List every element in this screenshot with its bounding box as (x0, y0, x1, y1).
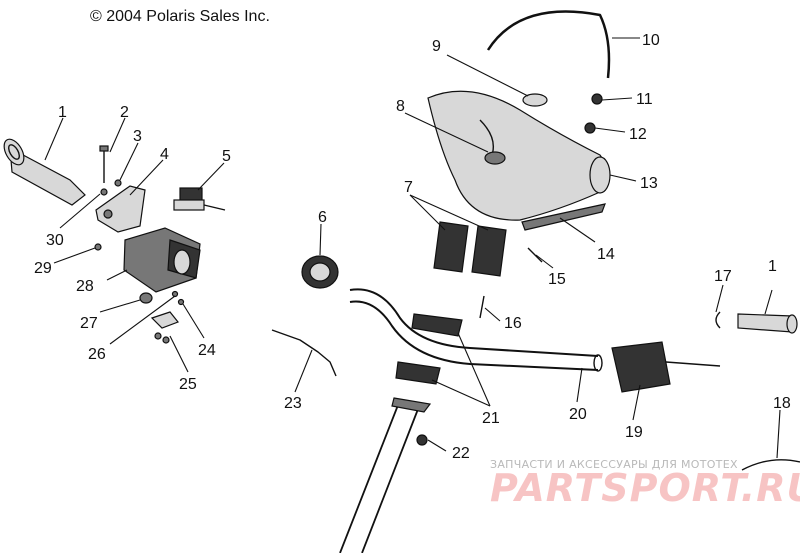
part-strap-10 (486, 10, 611, 79)
callout-11: 11 (636, 91, 653, 108)
part-clamps-7 (433, 221, 507, 277)
callout-5: 5 (222, 148, 231, 165)
callout-3: 3 (133, 128, 142, 145)
copyright-notice: © 2004 Polaris Sales Inc. (90, 8, 270, 25)
callout-21: 21 (482, 410, 500, 427)
callout-4: 4 (160, 146, 169, 163)
part-handlebar-20 (349, 288, 603, 372)
callout-7: 7 (404, 179, 413, 196)
part-right-grip (737, 313, 798, 334)
callout-9: 9 (432, 38, 441, 55)
part-ring-6 (301, 255, 339, 289)
callout-labels: 1 2 3 4 5 6 7 8 9 10 11 12 13 14 15 16 1… (34, 32, 791, 462)
callout-14: 14 (597, 246, 615, 263)
callout-6: 6 (318, 209, 327, 226)
part-clip-17 (715, 311, 721, 329)
part-nut-24 (177, 298, 185, 306)
callout-12: 12 (629, 126, 647, 143)
callout-28: 28 (76, 278, 94, 295)
part-screw-26 (171, 290, 179, 298)
callout-30: 30 (46, 232, 64, 249)
part-steering-post (339, 397, 432, 553)
callout-23: 23 (284, 395, 302, 412)
callout-18: 18 (773, 395, 791, 412)
part-washer-30 (100, 188, 108, 196)
callout-13: 13 (640, 175, 658, 192)
part-screw-15 (527, 247, 543, 263)
callout-17: 17 (714, 268, 732, 285)
part-cable-23 (271, 329, 337, 377)
part-washer (114, 179, 122, 187)
callout-2: 2 (120, 104, 129, 121)
part-control-switch-19 (611, 341, 721, 393)
callout-15: 15 (548, 271, 566, 288)
callout-24: 24 (198, 342, 216, 359)
part-nut-12 (584, 122, 596, 134)
part-nut-11 (591, 93, 603, 105)
callout-10: 10 (642, 32, 660, 49)
part-clamp-bracket (95, 185, 146, 233)
part-throttle-housing (123, 227, 201, 293)
callout-1: 1 (58, 104, 67, 121)
part-left-grip (3, 138, 86, 206)
callout-19: 19 (625, 424, 643, 441)
callout-22: 22 (452, 445, 470, 462)
callout-29: 29 (34, 260, 52, 277)
leader-lines (44, 37, 781, 459)
part-boot-27 (139, 292, 153, 304)
watermark-tagline: ЗАПЧАСТИ И АКСЕССУАРЫ ДЛЯ МОТОТЕХ (490, 458, 738, 471)
callout-16: 16 (504, 315, 522, 332)
callout-27: 27 (80, 315, 98, 332)
callout-25: 25 (179, 376, 197, 393)
part-clamp-upper (411, 313, 463, 337)
callout-20: 20 (569, 406, 587, 423)
callout-1-right: 1 (768, 258, 777, 275)
part-screw-29 (94, 243, 102, 251)
part-handlebar-pad (427, 90, 611, 221)
callout-26: 26 (88, 346, 106, 363)
part-bolt-16 (479, 295, 485, 319)
watermark-logo: PARTSPORT.RU (490, 466, 800, 510)
part-cover-25 (150, 311, 179, 344)
part-nut-22 (416, 434, 428, 446)
part-strip-14 (521, 203, 606, 231)
part-switch (173, 187, 226, 211)
part-bolt (99, 145, 109, 183)
part-clamp-lower (395, 361, 441, 385)
callout-8: 8 (396, 98, 405, 115)
part-coil-cable-18 (741, 459, 800, 471)
